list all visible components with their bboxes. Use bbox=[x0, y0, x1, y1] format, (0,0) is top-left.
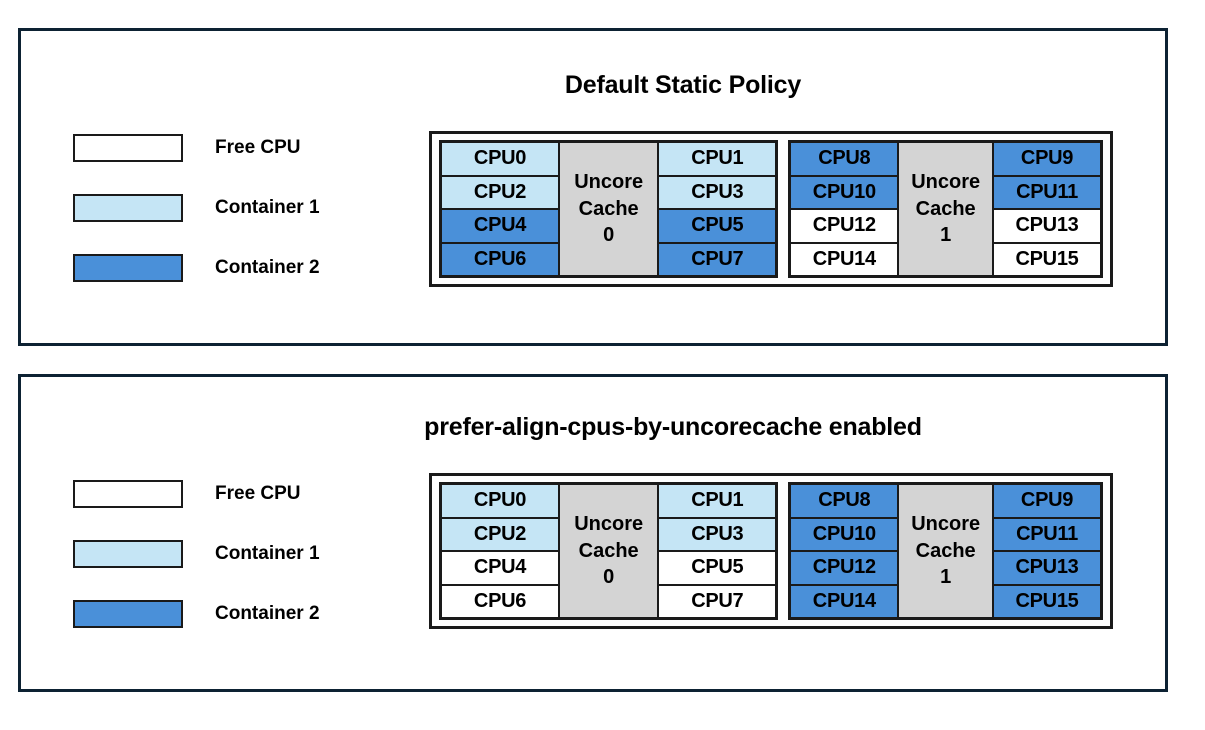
cpu-column-right: CPU9 CPU11 CPU13 CPU15 bbox=[993, 484, 1101, 618]
cpu-cell: CPU2 bbox=[441, 175, 559, 209]
legend-swatch-free-cpu bbox=[73, 480, 183, 508]
uncore-cache-group-0: CPU0 CPU2 CPU4 CPU6 Uncore Cache 0 CPU1 … bbox=[439, 482, 779, 620]
cpu-cell: CPU3 bbox=[658, 517, 777, 551]
page-title: Default Static Policy bbox=[564, 71, 802, 99]
legend-item-container-2: Container 2 bbox=[73, 597, 320, 631]
uncore-cache-line-1: Uncore bbox=[574, 513, 644, 536]
cpu-cell: CPU7 bbox=[658, 584, 777, 618]
legend-swatch-container-2 bbox=[73, 600, 183, 628]
cpu-column-left: CPU0 CPU2 CPU4 CPU6 bbox=[441, 142, 559, 276]
uncore-cache-line-2: Cache bbox=[915, 197, 976, 220]
uncore-cache-index: 1 bbox=[940, 566, 952, 589]
legend-swatch-container-1 bbox=[73, 540, 183, 568]
legend-top: Free CPU Container 1 Container 2 bbox=[73, 131, 320, 311]
legend-bottom: Free CPU Container 1 Container 2 bbox=[73, 477, 320, 657]
legend-item-free-cpu: Free CPU bbox=[73, 131, 320, 165]
cpu-cell: CPU15 bbox=[993, 584, 1101, 618]
legend-swatch-free-cpu bbox=[73, 134, 183, 162]
cpu-cell: CPU13 bbox=[993, 209, 1101, 243]
cpu-cell: CPU10 bbox=[790, 517, 899, 551]
cpu-cell: CPU8 bbox=[790, 142, 899, 176]
cpu-cell: CPU10 bbox=[790, 175, 899, 209]
uncore-cache-line-2: Cache bbox=[578, 539, 639, 562]
cpu-cell: CPU2 bbox=[441, 517, 559, 551]
legend-swatch-container-2 bbox=[73, 254, 183, 282]
cpu-cell: CPU0 bbox=[441, 484, 559, 518]
cpu-cell: CPU4 bbox=[441, 209, 559, 243]
cpu-cell: CPU5 bbox=[658, 551, 777, 585]
cpu-cell: CPU14 bbox=[790, 584, 899, 618]
legend-item-container-2: Container 2 bbox=[73, 251, 320, 285]
cpu-column-left: CPU8 CPU10 CPU12 CPU14 bbox=[790, 484, 899, 618]
cpu-topology-diagram: CPU0 CPU2 CPU4 CPU6 Uncore Cache 0 CPU1 … bbox=[429, 131, 1113, 287]
legend-label-container-2: Container 2 bbox=[215, 257, 320, 278]
cpu-cell: CPU6 bbox=[441, 242, 559, 276]
cpu-cell: CPU7 bbox=[658, 242, 777, 276]
uncore-cache-label: Uncore Cache 1 bbox=[898, 142, 993, 276]
uncore-cache-index: 0 bbox=[603, 566, 615, 589]
uncore-cache-line-1: Uncore bbox=[911, 513, 981, 536]
cpu-cell: CPU4 bbox=[441, 551, 559, 585]
legend-label-container-1: Container 1 bbox=[215, 543, 320, 564]
cpu-cell: CPU5 bbox=[658, 209, 777, 243]
cpu-column-right: CPU1 CPU3 CPU5 CPU7 bbox=[658, 484, 777, 618]
uncore-cache-label: Uncore Cache 0 bbox=[559, 484, 659, 618]
cpu-cell: CPU15 bbox=[993, 242, 1101, 276]
diagram-panel-default-static-policy: Default Static Policy Free CPU Container… bbox=[18, 28, 1168, 346]
cpu-cell: CPU14 bbox=[790, 242, 899, 276]
uncore-cache-index: 0 bbox=[603, 224, 615, 247]
cpu-column-right: CPU1 CPU3 CPU5 CPU7 bbox=[658, 142, 777, 276]
legend-label-container-1: Container 1 bbox=[215, 197, 320, 218]
uncore-cache-label: Uncore Cache 1 bbox=[898, 484, 993, 618]
uncore-cache-line-1: Uncore bbox=[574, 171, 644, 194]
legend-label-container-2: Container 2 bbox=[215, 603, 320, 624]
uncore-cache-group-1: CPU8 CPU10 CPU12 CPU14 Uncore Cache 1 CP… bbox=[788, 482, 1103, 620]
uncore-cache-label: Uncore Cache 0 bbox=[559, 142, 659, 276]
cpu-cell: CPU0 bbox=[441, 142, 559, 176]
cpu-column-left: CPU0 CPU2 CPU4 CPU6 bbox=[441, 484, 559, 618]
cpu-cell: CPU11 bbox=[993, 175, 1101, 209]
cpu-cell: CPU1 bbox=[658, 484, 777, 518]
cpu-cell: CPU13 bbox=[993, 551, 1101, 585]
cpu-topology-diagram: CPU0 CPU2 CPU4 CPU6 Uncore Cache 0 CPU1 … bbox=[429, 473, 1113, 629]
diagram-panel-prefer-align-cpus-by-uncorecache: prefer-align-cpus-by-uncorecache enabled… bbox=[18, 374, 1168, 692]
cpu-cell: CPU1 bbox=[658, 142, 777, 176]
cpu-cell: CPU12 bbox=[790, 551, 899, 585]
legend-label-free-cpu: Free CPU bbox=[215, 483, 301, 504]
cpu-cell: CPU9 bbox=[993, 142, 1101, 176]
uncore-cache-line-1: Uncore bbox=[911, 171, 981, 194]
legend-item-free-cpu: Free CPU bbox=[73, 477, 320, 511]
uncore-cache-line-2: Cache bbox=[915, 539, 976, 562]
uncore-cache-index: 1 bbox=[940, 224, 952, 247]
cpu-cell: CPU9 bbox=[993, 484, 1101, 518]
legend-item-container-1: Container 1 bbox=[73, 537, 320, 571]
legend-label-free-cpu: Free CPU bbox=[215, 137, 301, 158]
uncore-cache-line-2: Cache bbox=[578, 197, 639, 220]
cpu-column-right: CPU9 CPU11 CPU13 CPU15 bbox=[993, 142, 1101, 276]
legend-item-container-1: Container 1 bbox=[73, 191, 320, 225]
cpu-cell: CPU8 bbox=[790, 484, 899, 518]
uncore-cache-group-0: CPU0 CPU2 CPU4 CPU6 Uncore Cache 0 CPU1 … bbox=[439, 140, 779, 278]
cpu-cell: CPU12 bbox=[790, 209, 899, 243]
cpu-cell: CPU11 bbox=[993, 517, 1101, 551]
uncore-cache-group-1: CPU8 CPU10 CPU12 CPU14 Uncore Cache 1 CP… bbox=[788, 140, 1103, 278]
cpu-cell: CPU6 bbox=[441, 584, 559, 618]
legend-swatch-container-1 bbox=[73, 194, 183, 222]
cpu-cell: CPU3 bbox=[658, 175, 777, 209]
page-title: prefer-align-cpus-by-uncorecache enabled bbox=[424, 413, 922, 441]
cpu-column-left: CPU8 CPU10 CPU12 CPU14 bbox=[790, 142, 899, 276]
